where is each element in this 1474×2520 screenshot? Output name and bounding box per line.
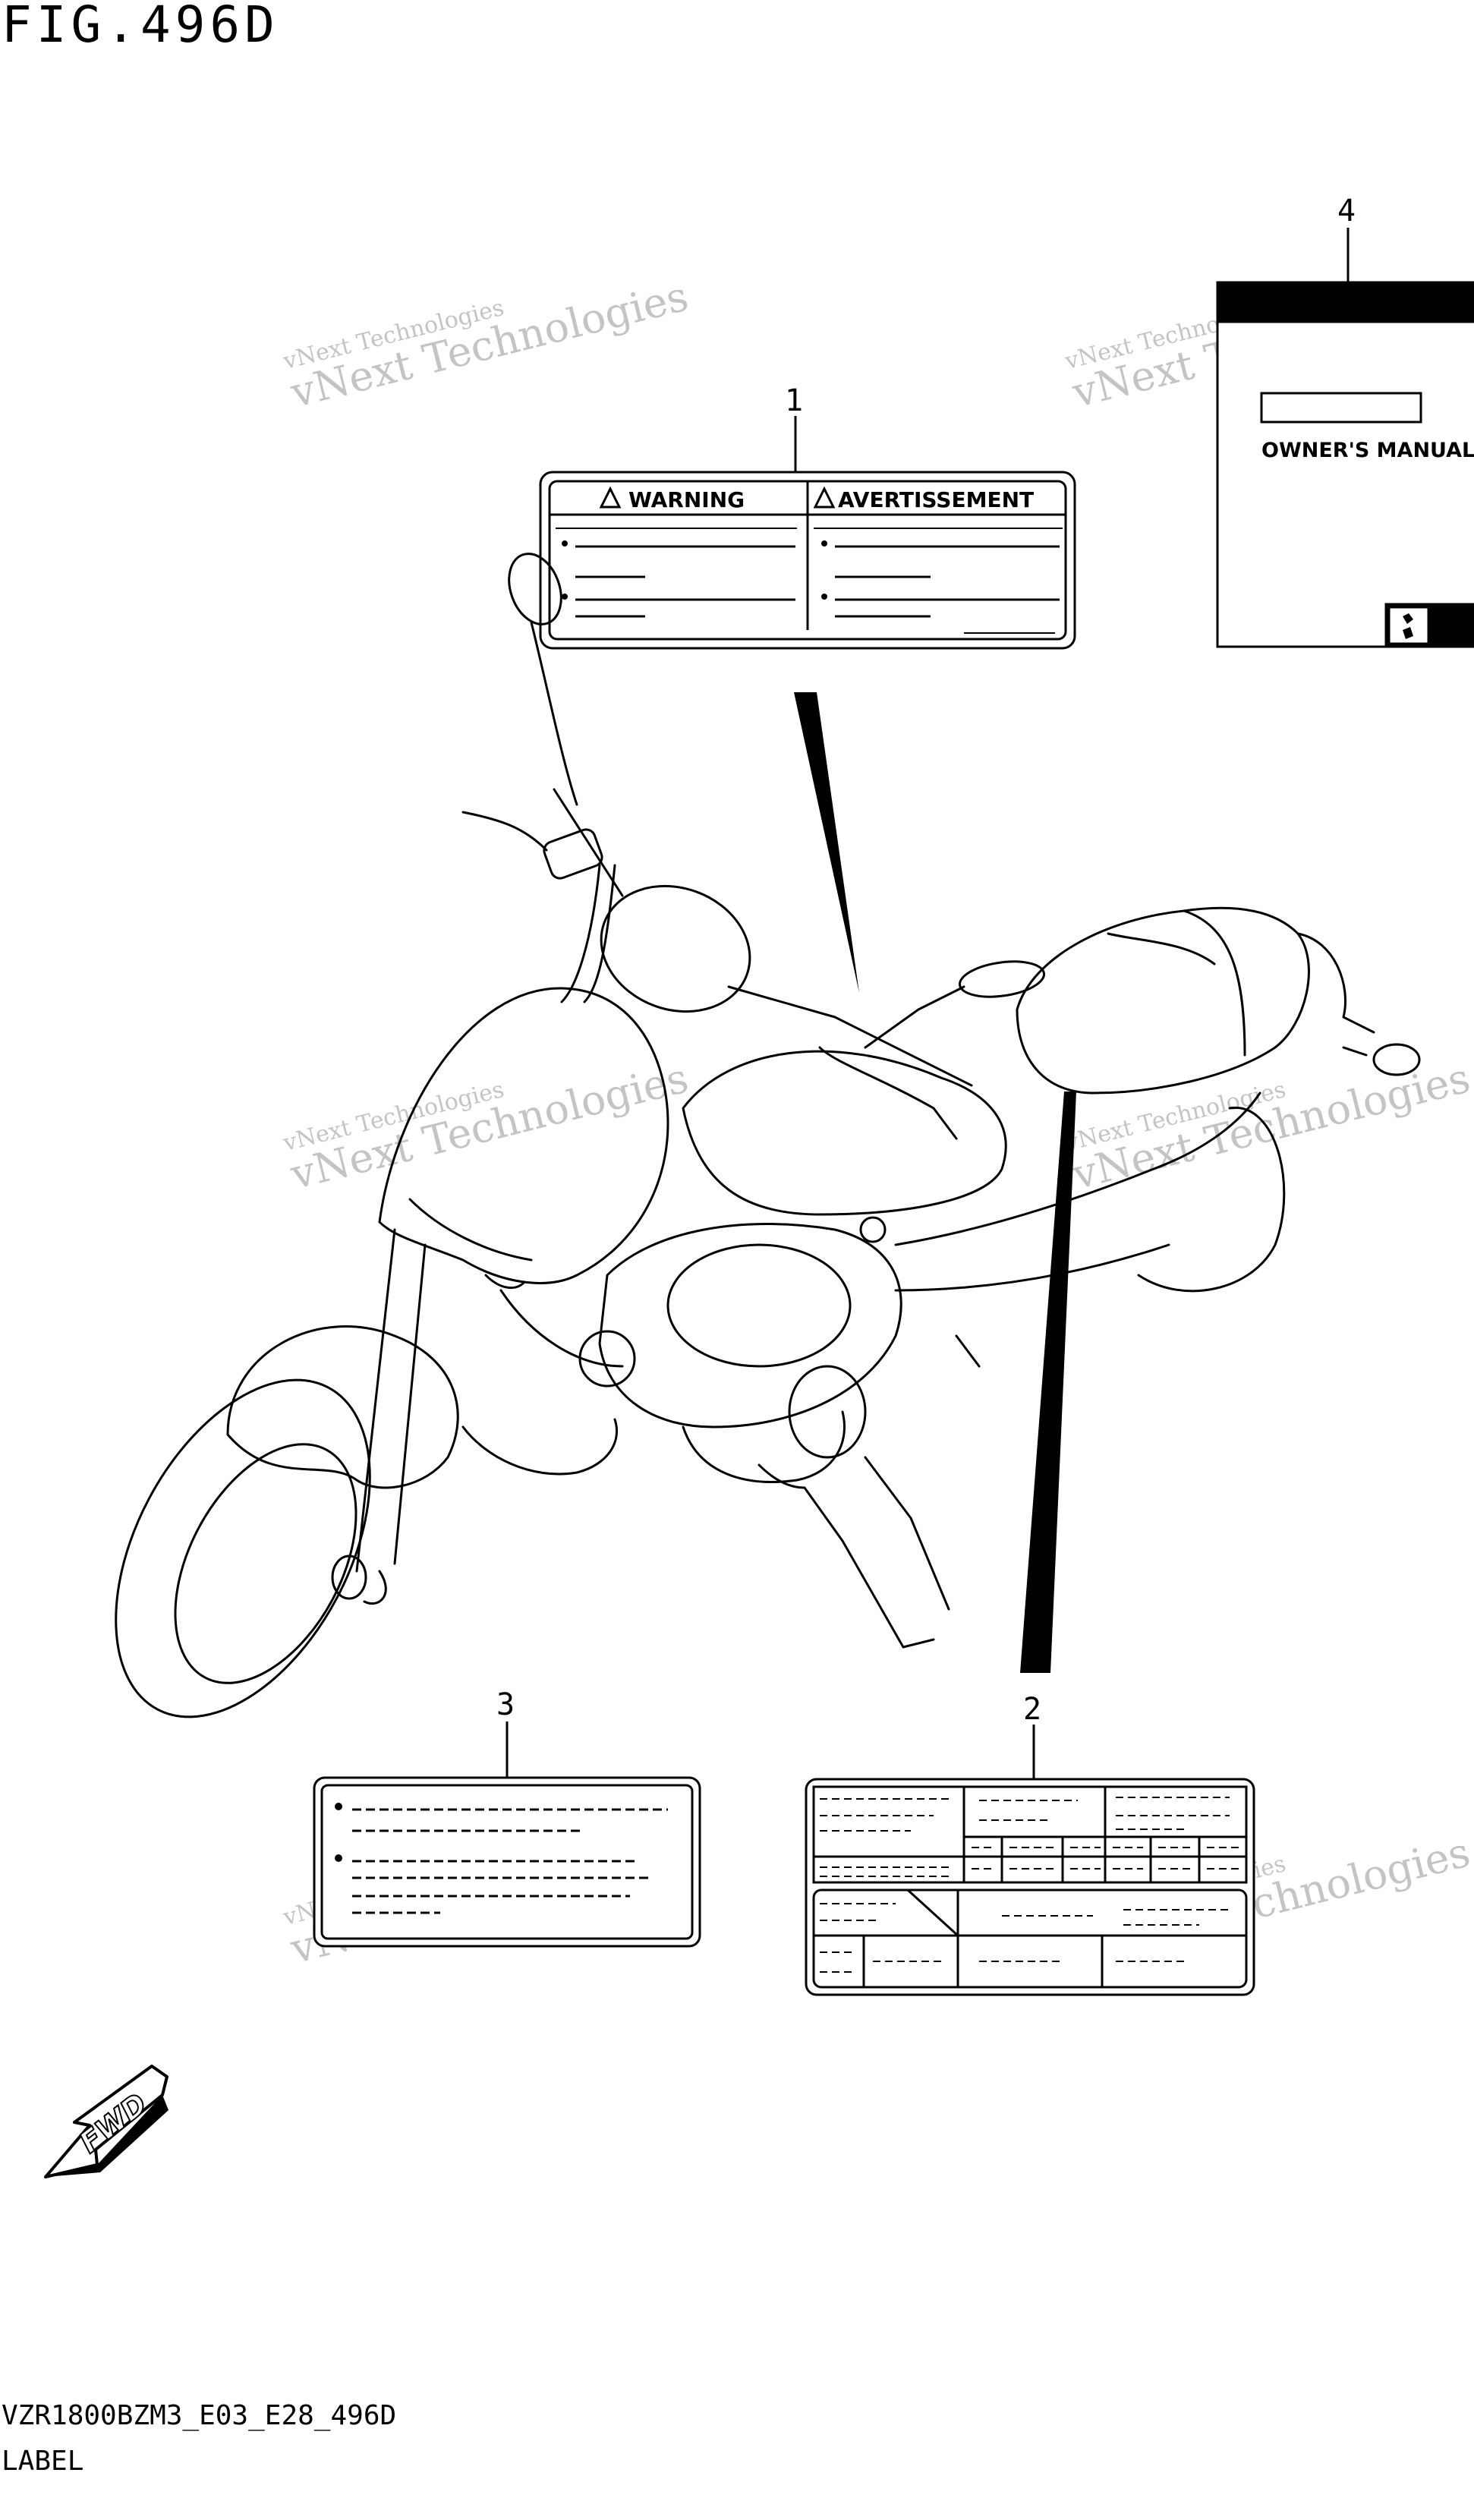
figure-title: FIG.496D (2, 0, 279, 54)
manual-title: OWNER'S MANUAL (1261, 439, 1474, 462)
warning-label[interactable]: WARNING AVERTISSEMENT (539, 416, 1076, 650)
callout-number: 1 (785, 383, 804, 418)
motorcycle-outline (115, 553, 1421, 1718)
fwd-arrow-icon: FWD (44, 2065, 169, 2178)
callout-number: 4 (1337, 194, 1356, 228)
info-label[interactable] (313, 1721, 701, 1948)
owners-manual[interactable]: OWNER'S MANUAL (1216, 228, 1474, 648)
diagram-name: LABEL (2, 2446, 84, 2477)
spec-label[interactable] (805, 1725, 1255, 1996)
callout-number: 3 (496, 1687, 515, 1722)
leader-wedge-label-1 (794, 692, 859, 993)
leader-wedge-label-2 (1020, 1091, 1076, 1673)
manual-header-bar (1216, 281, 1474, 323)
warning-header-left: WARNING (628, 487, 745, 512)
warning-header-right: AVERTISSEMENT (838, 487, 1034, 512)
diagram-code: VZR1800BZM3_E03_E28_496D (2, 2400, 397, 2431)
callout-number: 2 (1023, 1692, 1042, 1727)
